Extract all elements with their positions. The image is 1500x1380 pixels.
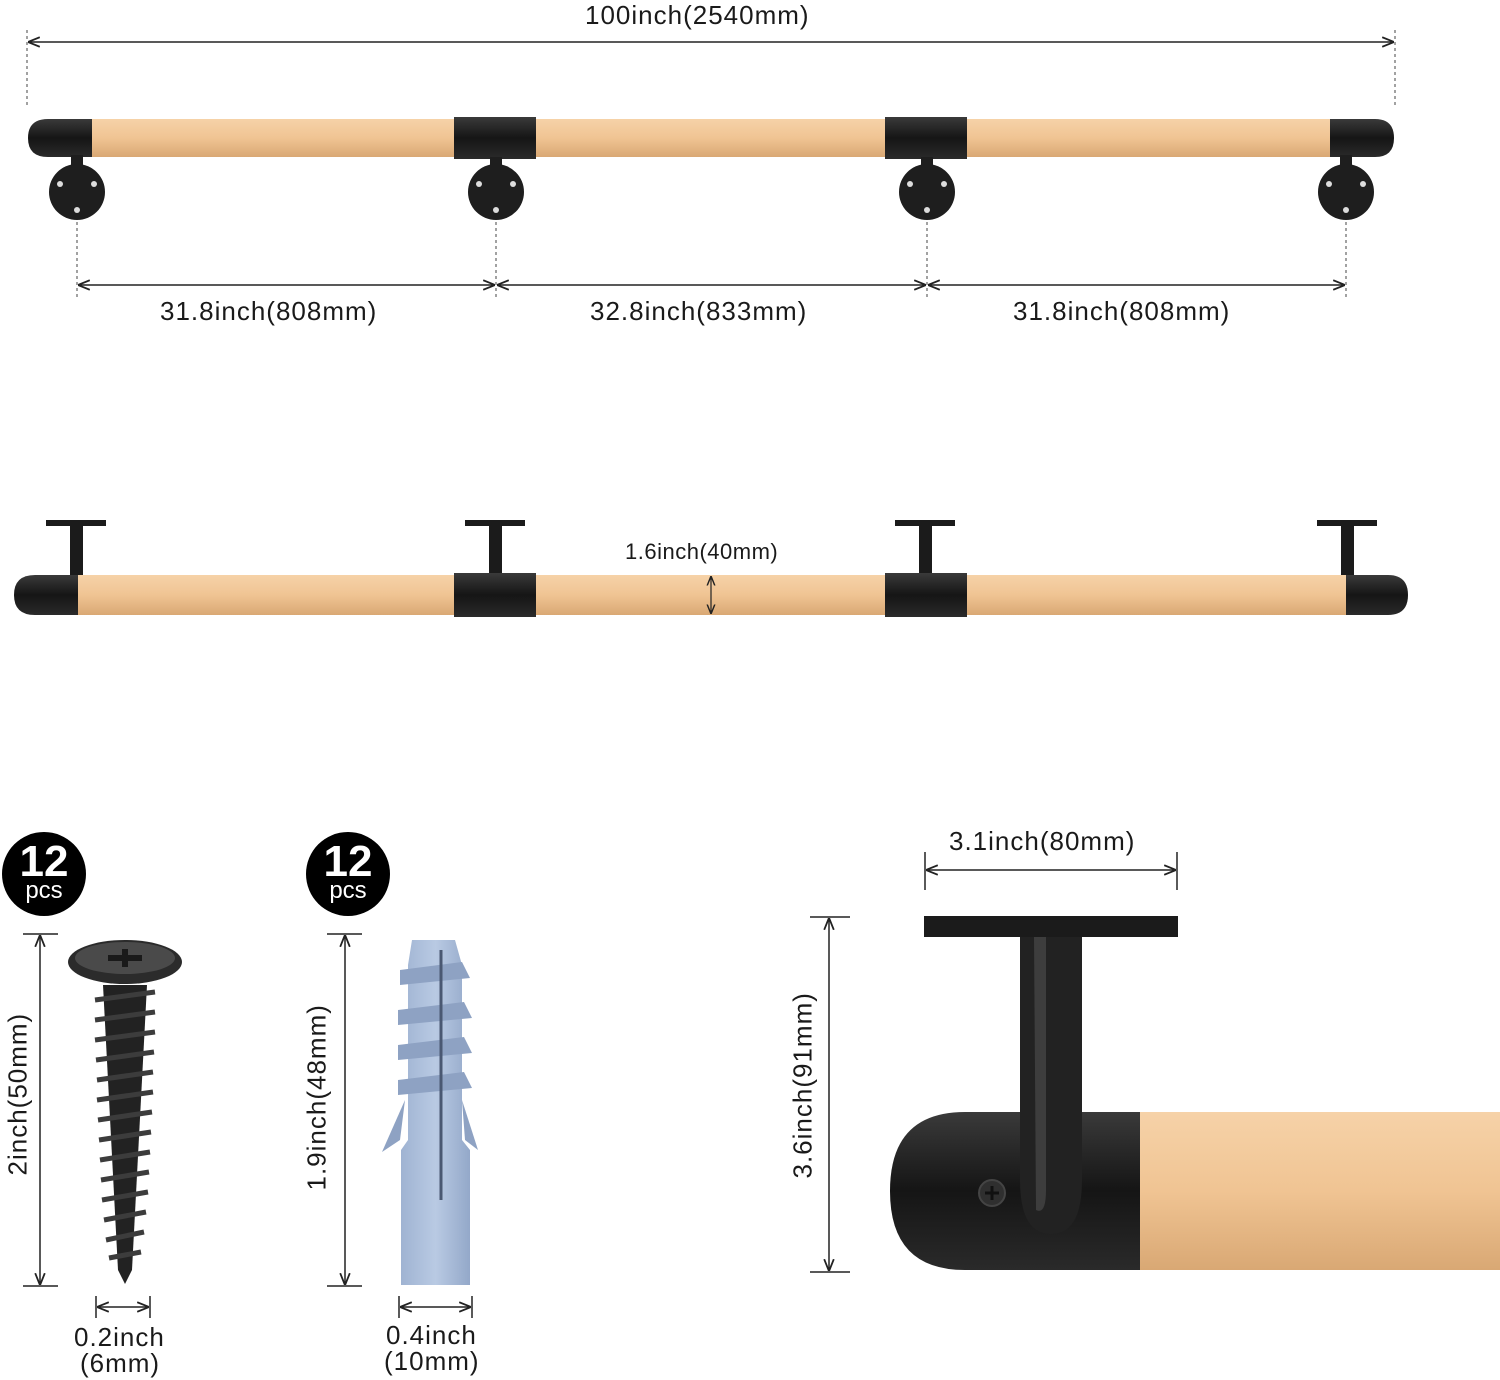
anchor-width-label-1: 0.4inch xyxy=(386,1320,477,1350)
bracket-detail-illustration xyxy=(810,852,1500,1273)
spacing-3-label: 31.8inch(808mm) xyxy=(1013,296,1231,326)
diameter-label: 1.6inch(40mm) xyxy=(625,539,779,564)
screw-count-badge: 12 pcs xyxy=(2,832,86,916)
plate-width-label: 3.1inch(80mm) xyxy=(949,826,1136,856)
anchor-count-badge: 12 pcs xyxy=(306,832,390,916)
top-view-rail xyxy=(26,30,1396,298)
screw-width-label-2: (6mm) xyxy=(80,1348,161,1378)
anchor-count: 12 xyxy=(323,837,373,886)
anchor-length-label: 1.9inch(48mm) xyxy=(301,1004,332,1191)
screw-illustration xyxy=(23,933,182,1318)
screw-length-label: 2inch(50mm) xyxy=(2,1012,33,1176)
anchor-width-label-2: (10mm) xyxy=(384,1346,480,1376)
screw-count: 12 xyxy=(19,837,69,886)
screw-unit: pcs xyxy=(25,877,63,904)
bracket-height-label: 3.6inch(91mm) xyxy=(787,992,818,1179)
spacing-1-label: 31.8inch(808mm) xyxy=(160,296,378,326)
screw-width-label-1: 0.2inch xyxy=(74,1322,165,1352)
total-length-label: 100inch(2540mm) xyxy=(585,0,810,30)
spacing-2-label: 32.8inch(833mm) xyxy=(590,296,808,326)
wall-anchor-illustration xyxy=(327,933,478,1318)
side-view-rail xyxy=(14,520,1408,617)
anchor-unit: pcs xyxy=(329,877,367,904)
